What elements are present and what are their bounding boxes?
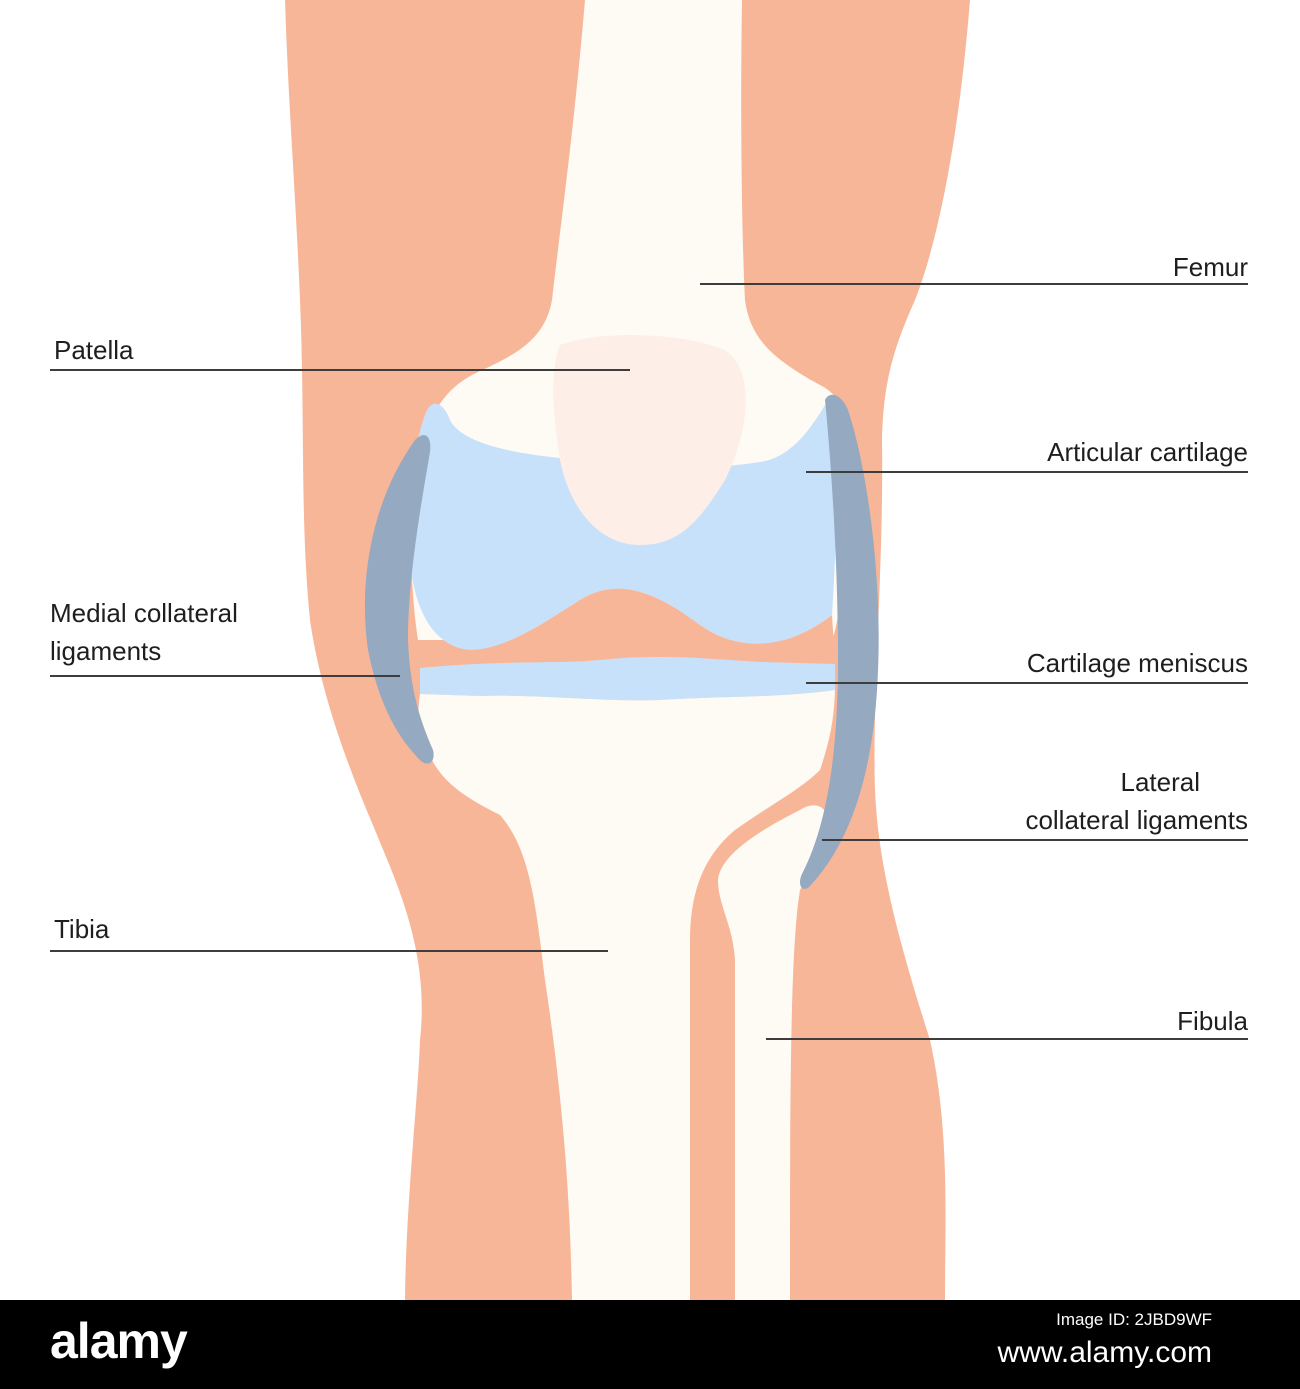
- label-lateral-line1: Lateral: [1120, 767, 1201, 797]
- label-cartilage-meniscus: Cartilage meniscus: [1026, 648, 1248, 678]
- label-patella: Patella: [54, 335, 134, 365]
- label-fibula: Fibula: [1177, 1006, 1248, 1036]
- site-url-text: www.alamy.com: [997, 1336, 1212, 1369]
- footer-bar: alamy Image ID: 2JBD9WF www.alamy.com: [0, 1300, 1300, 1389]
- meniscus-leader-line: [806, 682, 1248, 684]
- label-articular-cartilage: Articular cartilage: [1047, 437, 1248, 467]
- tibia-leader-line: [50, 950, 608, 952]
- label-tibia: Tibia: [54, 914, 110, 944]
- label-medial-collateral-ligaments: Medial collateral ligaments: [50, 594, 238, 670]
- joint-space: [420, 588, 835, 668]
- label-lateral-collateral-ligaments: Lateral collateral ligaments: [1025, 763, 1248, 839]
- patella: [553, 334, 746, 545]
- fibula-leader-line: [766, 1038, 1248, 1040]
- tibia-bone: [418, 690, 835, 1300]
- alamy-logo: alamy: [50, 1313, 188, 1369]
- lateral-collateral-ligament: [800, 394, 879, 889]
- patella-leader-line: [50, 369, 630, 371]
- label-medial-line2: ligaments: [50, 636, 162, 666]
- knee-joint-diagram: [285, 0, 970, 1300]
- femur-leader-line: [700, 283, 1248, 285]
- fibula-bone: [718, 805, 829, 1300]
- lateral-ligament-leader-line: [822, 839, 1248, 841]
- label-medial-line1: Medial collateral: [50, 598, 238, 628]
- medial-collateral-ligament: [364, 435, 434, 764]
- label-lateral-line2: collateral ligaments: [1025, 805, 1248, 835]
- medial-ligament-leader-line: [50, 675, 400, 677]
- articular-cartilage-leader-line: [806, 471, 1248, 473]
- image-id-text: Image ID: 2JBD9WF: [1056, 1310, 1212, 1329]
- cartilage-meniscus: [420, 656, 835, 701]
- label-femur: Femur: [1172, 252, 1248, 282]
